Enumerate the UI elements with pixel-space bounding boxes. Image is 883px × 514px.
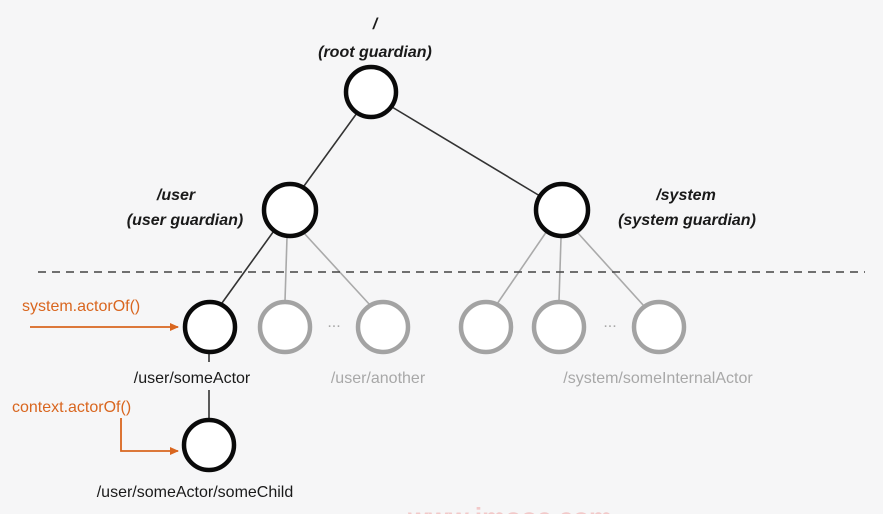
- system-guardian-node: [533, 181, 591, 239]
- internal-actor-node-3: [631, 299, 687, 355]
- edge-root-user: [303, 112, 358, 187]
- edge-system-internal1: [496, 227, 550, 305]
- another-label: /user/another: [331, 370, 426, 387]
- root-path-label: /: [372, 16, 379, 33]
- edge-user-another1: [284, 236, 288, 302]
- user-ellipsis: ...: [327, 314, 340, 331]
- user-role-label: (user guardian): [127, 212, 243, 229]
- edge-user-someactor: [221, 227, 277, 304]
- system-ellipsis: ...: [603, 314, 616, 331]
- system-internal-label: /system/someInternalActor: [563, 370, 753, 387]
- edge-system-internal3: [576, 231, 645, 307]
- system-actorof-label: system.actorOf(): [22, 298, 140, 315]
- user-guardian-node: [261, 181, 319, 239]
- system-path-label: /system: [655, 187, 716, 204]
- edge-root-system: [391, 106, 541, 197]
- another-actor-node-1: [257, 299, 313, 355]
- root-role-label: (root guardian): [318, 44, 432, 61]
- root-guardian-node: [343, 64, 399, 120]
- some-child-node: [181, 417, 237, 473]
- context-actorof-arrow: [120, 418, 179, 455]
- watermark: www.imooc.com: [407, 502, 612, 514]
- some-child-label: /user/someActor/someChild: [97, 484, 294, 501]
- another-actor-node-2: [355, 299, 411, 355]
- system-role-label: (system guardian): [618, 212, 756, 229]
- internal-actor-node-2: [531, 299, 587, 355]
- some-actor-node: [182, 299, 238, 355]
- internal-actor-node-1: [458, 299, 514, 355]
- edge-user-another2: [302, 231, 371, 306]
- some-actor-label: /user/someActor: [134, 370, 251, 387]
- user-path-label: /user: [156, 187, 196, 204]
- context-actorof-label: context.actorOf(): [12, 399, 131, 416]
- edge-system-internal2: [558, 237, 562, 302]
